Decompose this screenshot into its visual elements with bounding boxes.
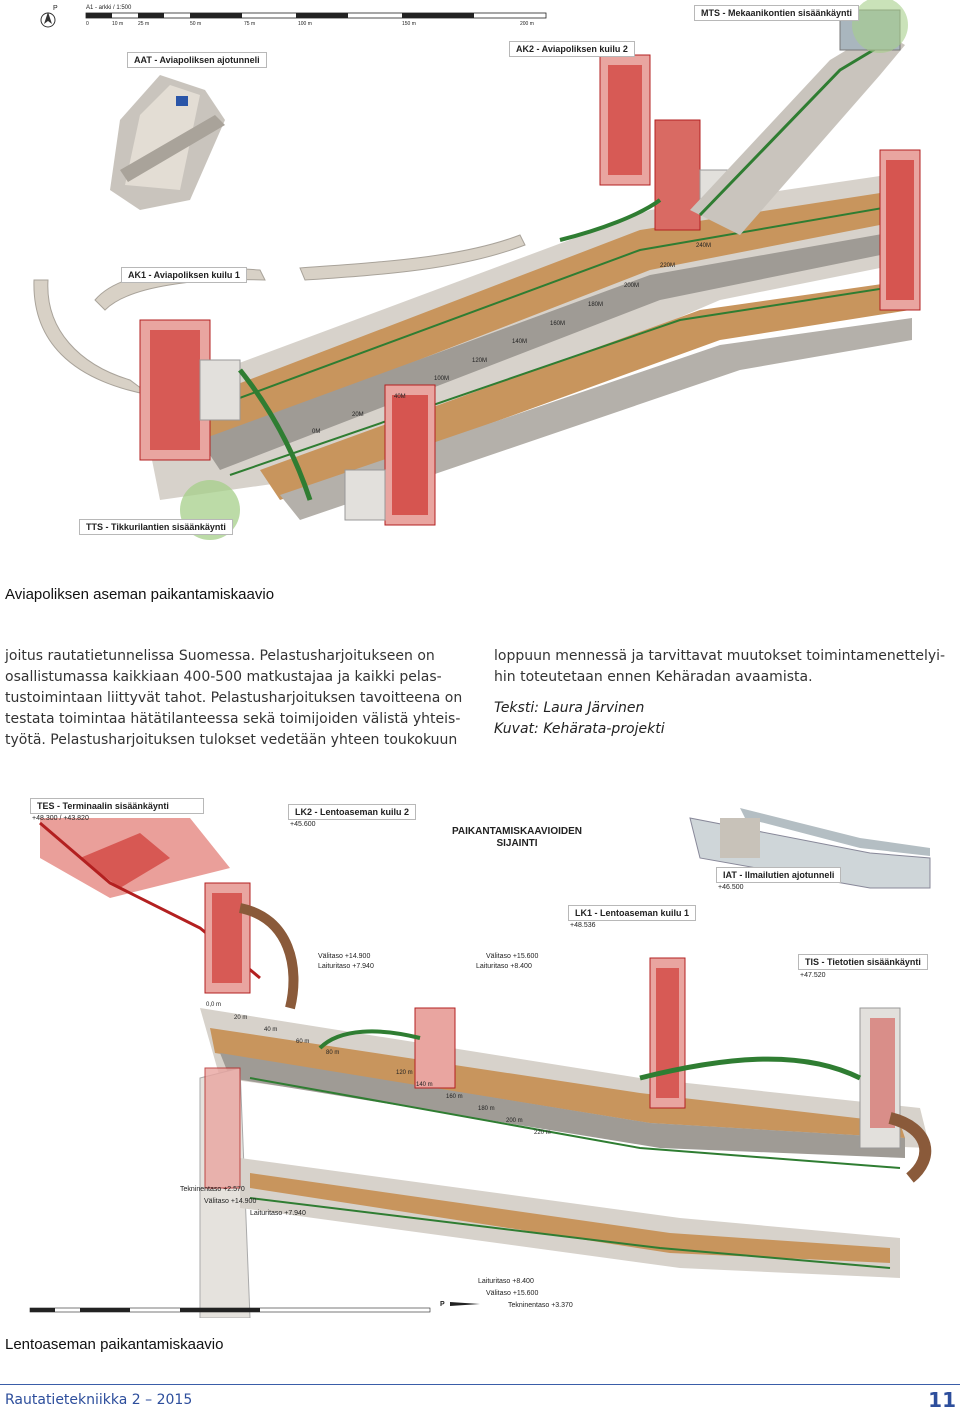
svg-text:180 m: 180 m [478,1106,495,1112]
locator-heading: PAIKANTAMISKAAVIOIDEN SIJAINTI [452,826,582,849]
north-arrow-icon [450,1302,480,1306]
svg-text:160M: 160M [550,321,565,327]
iat-level: +46.500 [718,884,744,891]
lk2-label: LK2 - Lentoaseman kuilu 2 [288,804,417,820]
svg-text:0M: 0M [312,429,320,435]
svg-text:200 m: 200 m [506,1118,523,1124]
lk2-level: +45.600 [290,821,316,828]
airport-station-diagram: P 0,0 m 20 m 40 m 60 m 80 m 120 m 140 m … [0,778,960,1319]
journal-name: Rautatietekniikka 2 – 2015 [5,1392,193,1408]
body-line: testata toimintaa hätätilanteessa sekä t… [5,711,461,727]
body-line: työtä. Pelastusharjoituksen tulokset ved… [5,732,458,748]
north-arrow-icon [40,12,56,28]
level-label: Tekninentaso +3.370 [508,1302,573,1309]
svg-text:60 m: 60 m [296,1039,309,1045]
svg-text:20M: 20M [352,412,364,418]
north-mark: P [53,5,58,12]
lk1-shaft-model [649,957,686,1109]
scale-tick: 150 m [402,21,416,27]
tes-lower-shaft-model [204,1067,241,1189]
airport-platform-hall [199,1008,930,1319]
credit-photos: Kuvat: Kehärata-projekti [494,721,665,737]
scale-tick: 25 m [138,21,149,27]
svg-text:20 m: 20 m [234,1015,247,1021]
article-column-left: joitus rautatietunnelissa Suomessa. Pela… [5,646,470,751]
svg-text:140M: 140M [512,339,527,345]
platform-hall-model [140,170,920,520]
article-credits: Teksti: Laura Järvinen Kuvat: Kehärata-p… [494,698,954,740]
tts-shaft-model [344,384,436,526]
svg-text:160 m: 160 m [446,1094,463,1100]
iat-label: IAT - Ilmailutien ajotunneli [716,867,842,883]
tis-entrance-model [859,1007,932,1183]
chainage-markers: 0,0 m 20 m 40 m 60 m 80 m 120 m 140 m 16… [206,1002,551,1136]
scale-tick: 50 m [190,21,201,27]
scale-tick: 75 m [244,21,255,27]
lk1-level: +48.536 [570,922,596,929]
level-label: Välitaso +14.900 [204,1198,257,1205]
scale-title: A1 - arkki / 1:500 [86,5,132,11]
north-mark: P [440,1301,445,1308]
svg-text:200M: 200M [624,283,639,289]
level-label: Välitaso +15.600 [486,1290,539,1297]
tes-label: TES - Terminaalin sisäänkäynti [30,798,204,814]
body-line: hin toteutetaan ennen Kehäradan avaamist… [494,669,813,685]
level-label: Laituritaso +8.400 [478,1278,534,1285]
lk2-shaft-model [414,1007,456,1089]
tes-entrance-model [39,818,299,1010]
scale-tick: 100 m [298,21,312,27]
scale-tick: 10 m [112,21,123,27]
ak2-label: AK2 - Aviapoliksen kuilu 2 [509,41,635,57]
svg-text:240M: 240M [696,243,711,249]
svg-text:40 m: 40 m [264,1027,277,1033]
mts-label: MTS - Mekaanikontien sisäänkäynti [694,5,860,21]
aviapolis-station-diagram: P A1 - arkki / 1:500 0 10 m 25 m 50 m 75… [0,0,960,560]
svg-text:120 m: 120 m [396,1070,413,1076]
svg-text:120M: 120M [472,358,487,364]
scale-bar: A1 - arkki / 1:500 0 10 m 25 m 50 m 75 m… [85,5,547,27]
tis-level: +47.520 [800,972,826,979]
tts-label: TTS - Tikkurilantien sisäänkäynti [79,519,233,535]
svg-text:0,0 m: 0,0 m [206,1002,221,1008]
bottom-figure-caption: Lentoaseman paikantamiskaavio [5,1336,224,1353]
svg-text:180M: 180M [588,302,603,308]
svg-text:100M: 100M [434,376,449,382]
lk1-label: LK1 - Lentoaseman kuilu 1 [568,905,697,921]
article-column-right: loppuun mennessä ja tarvittavat muutokse… [494,646,954,740]
ak1-shaft-model [139,319,241,461]
svg-text:220M: 220M [660,263,675,269]
svg-text:140 m: 140 m [416,1082,433,1088]
airport-3d-model: P 0,0 m 20 m 40 m 60 m 80 m 120 m 140 m … [29,808,932,1319]
scale-tick: 0 [86,21,89,27]
credit-text: Teksti: Laura Järvinen [494,700,645,716]
tis-label: TIS - Tietotien sisäänkäynti [798,954,928,970]
aat-tunnel-model [110,75,225,210]
svg-text:220 m: 220 m [534,1130,551,1136]
ak1-label: AK1 - Aviapoliksen kuilu 1 [121,267,247,283]
level-label: Laituritaso +7.940 [250,1210,306,1217]
body-line: osallistumassa kaikkiaan 400-500 matkust… [5,669,442,685]
aat-label: AAT - Aviapoliksen ajotunneli [127,52,267,68]
level-label: Välitaso +15.600 [486,953,539,960]
top-figure-caption: Aviapoliksen aseman paikantamiskaavio [5,586,275,603]
chainage-markers: 0M 20M 40M 100M 120M 140M 160M 180M 200M… [312,243,711,435]
aviapolis-3d-model: P A1 - arkki / 1:500 0 10 m 25 m 50 m 75… [33,0,921,540]
footer-divider [0,1384,960,1385]
mts-shaft-model [879,149,921,311]
scale-tick: 200 m [520,21,534,27]
level-label: Tekninentaso +2.570 [180,1186,245,1193]
svg-text:40M: 40M [394,394,406,400]
svg-text:80 m: 80 m [326,1050,339,1056]
mts-entrance-marker [852,0,908,53]
body-line: loppuun mennessä ja tarvittavat muutokse… [494,648,946,664]
body-line: tustoimintaan liittyvät tahot. Pelastush… [5,690,463,706]
level-label: Välitaso +14.900 [318,953,371,960]
level-label: Laituritaso +8.400 [476,963,532,970]
tes-level: +48.300 / +43.820 [32,815,89,822]
body-line: joitus rautatietunnelissa Suomessa. Pela… [5,648,435,664]
bottom-scale-bar [29,1307,431,1313]
page-number: 11 [928,1388,956,1412]
level-label: Laituritaso +7.940 [318,963,374,970]
iat-tunnel-model [689,808,931,889]
